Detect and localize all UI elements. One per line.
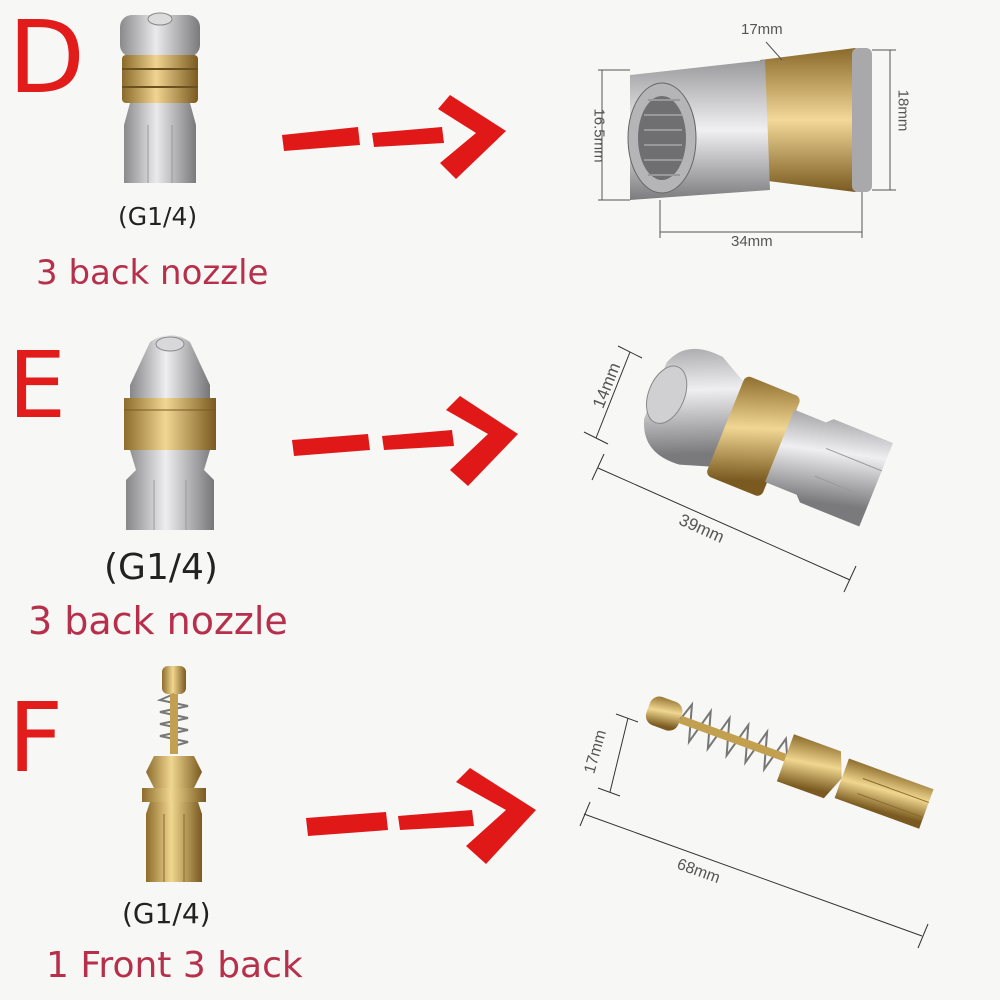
- thread-size-label-e: (G1/4): [104, 547, 218, 588]
- arrow-right-icon: [306, 768, 536, 864]
- caption-e: 3 back nozzle: [28, 599, 288, 643]
- nozzle-f-dimension-drawing: [579, 696, 934, 949]
- thread-size-label-d: (G1/4): [118, 202, 198, 231]
- nozzle-e-product-image: [124, 335, 216, 530]
- dimension-label-18mm: 18mm: [894, 89, 912, 132]
- nozzle-e-dimension-drawing: [583, 345, 894, 593]
- dimension-label-17mm: 17mm: [741, 21, 783, 38]
- section-letter-f: F: [8, 682, 64, 794]
- caption-d: 3 back nozzle: [36, 253, 269, 293]
- arrow-right-icon: [292, 396, 518, 486]
- caption-f: 1 Front 3 back: [46, 945, 303, 986]
- thread-size-label-f: (G1/4): [122, 897, 211, 930]
- dimension-label-34mm: 34mm: [731, 233, 773, 250]
- arrow-right-icon: [282, 95, 506, 179]
- nozzle-d-dimension-drawing: [598, 41, 896, 238]
- nozzle-d-product-image: [120, 12, 200, 183]
- dimension-label-16-5mm: 16.5mm: [590, 108, 608, 163]
- nozzle-f-product-image: [142, 666, 206, 882]
- section-letter-d: D: [8, 0, 86, 116]
- section-letter-e: E: [8, 332, 67, 439]
